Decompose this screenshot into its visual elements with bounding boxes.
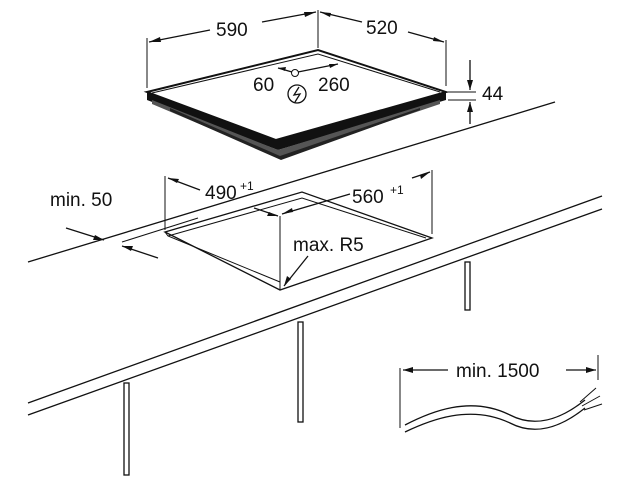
label-520: 520 <box>366 18 398 39</box>
cutout-opening <box>163 191 434 291</box>
dimension-490: 490 +1 <box>164 176 279 230</box>
dimension-offsets: 60 260 <box>253 63 350 96</box>
worktop <box>27 101 603 416</box>
label-min-1500: min. 1500 <box>456 361 539 382</box>
hob <box>143 48 450 160</box>
label-490: 490 <box>205 183 237 204</box>
label-44: 44 <box>482 84 504 105</box>
dimension-min-50: min. 50 <box>50 190 199 259</box>
label-590: 590 <box>216 20 248 41</box>
dimension-44: 44 <box>448 60 504 124</box>
power-connection-icon <box>287 84 307 104</box>
dimension-590: 590 <box>146 10 319 88</box>
dimension-560: 560 +1 <box>281 170 433 234</box>
cutout <box>163 191 434 291</box>
dimension-max-r5: max. R5 <box>283 235 364 287</box>
hob-frame-edge <box>147 92 446 150</box>
power-cable: min. 1500 <box>399 355 603 433</box>
label-560-tolerance: +1 <box>390 183 404 197</box>
label-560: 560 <box>352 187 384 208</box>
cabinet-supports <box>123 261 471 476</box>
label-min-50: min. 50 <box>50 190 112 211</box>
hob-body <box>152 100 440 158</box>
dimension-520: 520 <box>319 11 447 86</box>
label-490-tolerance: +1 <box>240 179 254 193</box>
label-max-r5: max. R5 <box>293 235 364 256</box>
connection-point <box>291 69 299 77</box>
label-60: 60 <box>253 75 274 96</box>
label-260: 260 <box>318 75 350 96</box>
